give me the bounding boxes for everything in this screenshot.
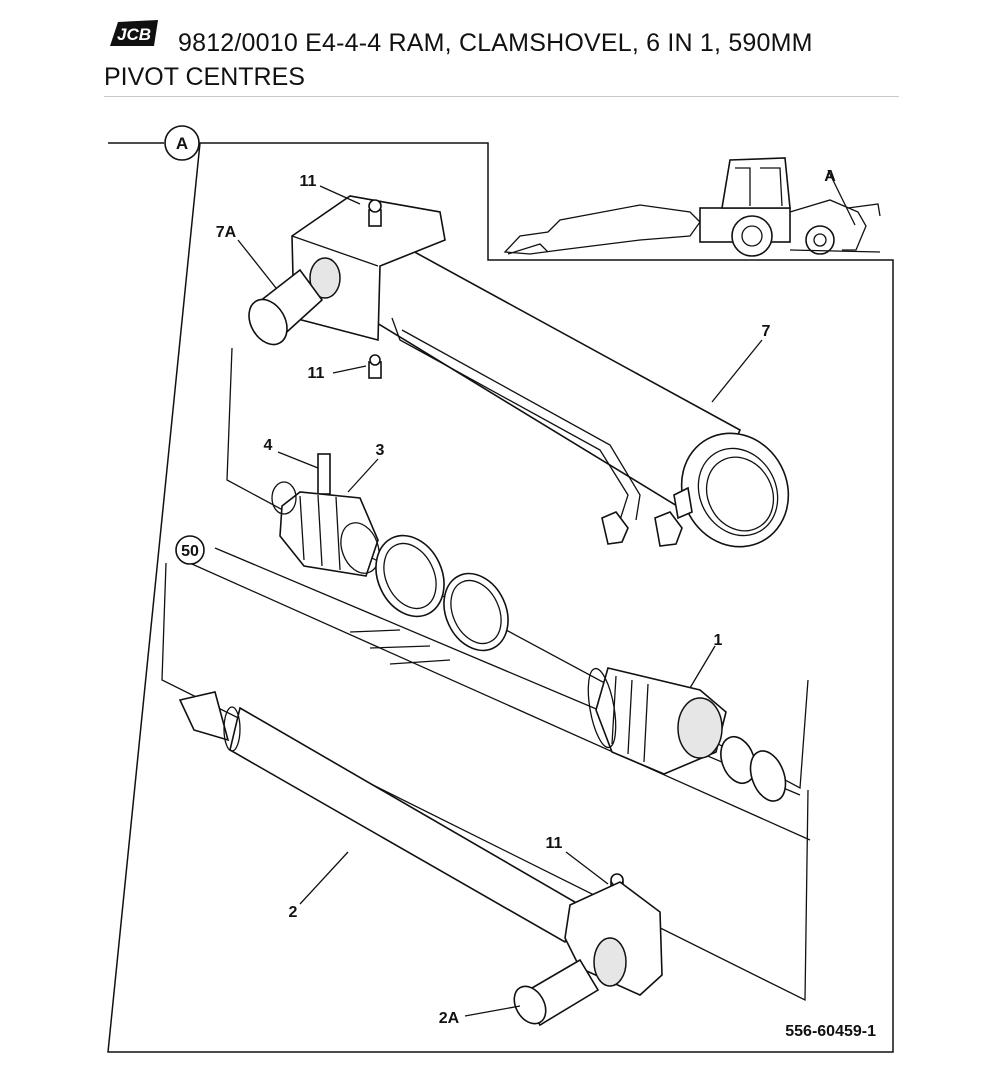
header-divider — [104, 96, 899, 97]
reference-number: 556-60459-1 — [785, 1023, 876, 1040]
callout-1: 1 — [714, 632, 723, 649]
callout-11-bottom: 11 — [546, 835, 563, 852]
page-title-continued: PIVOT CENTRES — [104, 63, 305, 91]
view-marker-circle — [164, 125, 200, 161]
callout-11-middle: 11 — [308, 365, 325, 382]
leader-7A — [237, 239, 277, 289]
callout-2: 2 — [289, 904, 298, 921]
backhoe-loader-inset: A — [503, 157, 881, 257]
leader-4 — [277, 451, 319, 469]
leader-11-mid — [332, 365, 367, 374]
diagram-frame — [107, 142, 894, 1053]
inset-marker-label: A — [824, 168, 836, 185]
leader-11-top — [319, 185, 361, 205]
callout-7A: 7A — [216, 224, 237, 241]
leader-7 — [711, 339, 763, 403]
jcb-logo: JCB — [110, 20, 158, 46]
grease-nipple-middle — [368, 354, 382, 379]
callout-7: 7 — [762, 323, 771, 340]
guide-plane-upper — [226, 347, 809, 790]
grease-nipple-top — [368, 199, 382, 227]
leader-1 — [689, 645, 716, 689]
callout-50-circle — [175, 535, 205, 565]
gland-head — [587, 667, 787, 802]
leader-2A — [464, 1005, 521, 1017]
seal-kit — [349, 534, 509, 665]
view-marker-label: A — [176, 134, 188, 153]
piston — [271, 453, 380, 577]
piston-rod — [178, 691, 663, 1027]
callout-50: 50 — [181, 543, 199, 560]
callout-11-top: 11 — [300, 173, 317, 190]
leader-11-bottom — [565, 851, 609, 885]
logo-text: JCB — [117, 25, 151, 44]
guide-plane-lower — [161, 562, 809, 1002]
leader-3 — [347, 458, 379, 493]
cylinder-barrel — [248, 195, 790, 548]
callout-4: 4 — [264, 437, 273, 454]
leader-2 — [299, 851, 349, 905]
callout-3: 3 — [376, 442, 385, 459]
page-title: 9812/0010 E4-4-4 RAM, CLAMSHOVEL, 6 IN 1… — [178, 29, 813, 57]
callout-2A: 2A — [439, 1010, 460, 1027]
